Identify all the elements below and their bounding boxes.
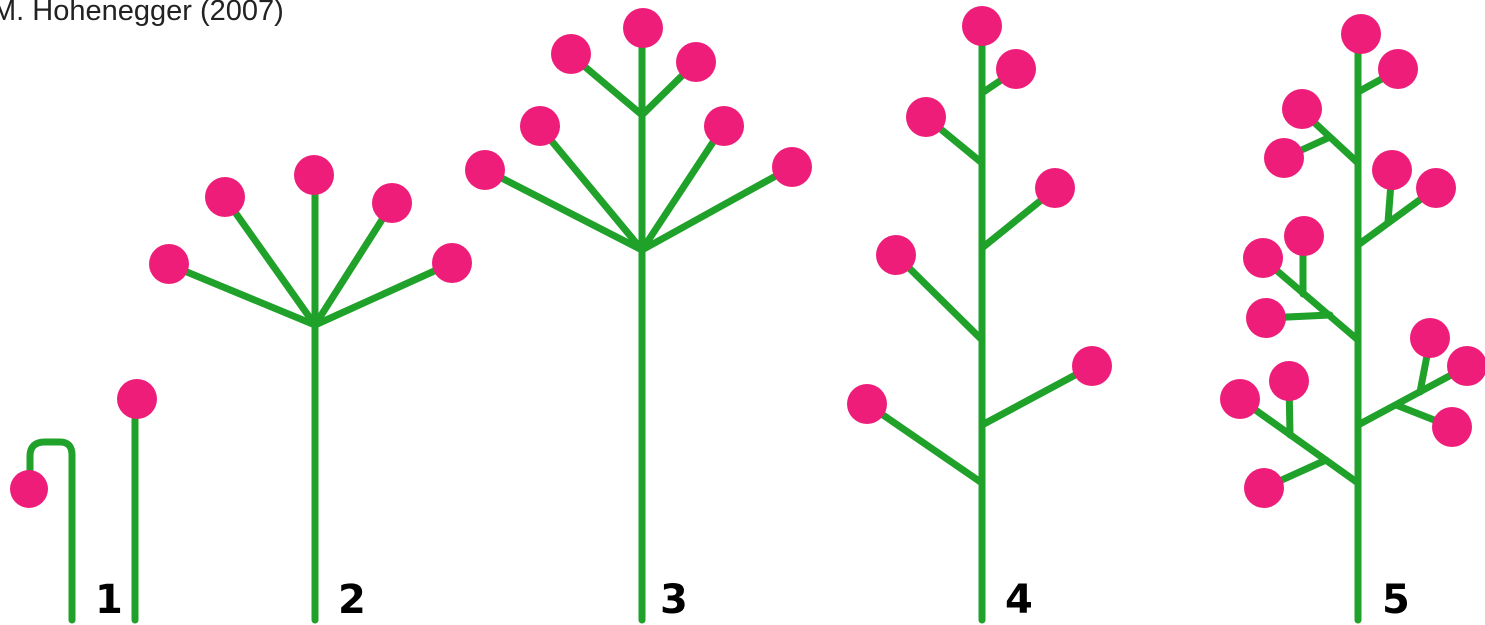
flower (1341, 14, 1381, 54)
flower (1246, 298, 1286, 338)
flower (704, 106, 744, 146)
flower (1035, 168, 1075, 208)
flower (906, 97, 946, 137)
flower (1282, 89, 1322, 129)
flower (1244, 468, 1284, 508)
flower (1378, 49, 1418, 89)
flower (205, 177, 245, 217)
flower (149, 244, 189, 284)
branch (486, 170, 642, 250)
branch (642, 167, 792, 250)
figure-label-5: 5 (1382, 577, 1410, 623)
flower (432, 243, 472, 283)
figure-label-4: 4 (1005, 577, 1033, 623)
flower (1269, 361, 1309, 401)
flower (1416, 168, 1456, 208)
branch (867, 404, 982, 483)
flower (1220, 379, 1260, 419)
flower (465, 150, 505, 190)
flower (294, 155, 334, 195)
flower (520, 106, 560, 146)
credit-text: M. Hohenegger (2007) (0, 0, 284, 27)
figure-label-3: 3 (660, 577, 688, 623)
flower (676, 42, 716, 82)
stem-nodding (30, 442, 72, 620)
figure-3: 3 (465, 8, 812, 623)
flower (772, 147, 812, 187)
figure-label-1: 1 (95, 577, 123, 623)
flower (1284, 216, 1324, 256)
flower (1243, 238, 1283, 278)
flower (1264, 138, 1304, 178)
flower (876, 235, 916, 275)
figure-2: 2 (149, 155, 472, 623)
flower (996, 49, 1036, 89)
figure-1: 1 (10, 379, 157, 623)
flower (10, 470, 48, 508)
flower (372, 183, 412, 223)
flower (1432, 407, 1472, 447)
flower (623, 8, 663, 48)
figure-label-2: 2 (338, 577, 366, 623)
flower (1410, 318, 1450, 358)
flower (847, 384, 887, 424)
flower (1372, 150, 1412, 190)
branch (540, 127, 642, 250)
flower (1447, 346, 1485, 386)
flower (551, 34, 591, 74)
flower (1072, 346, 1112, 386)
figure-4: 4 (847, 6, 1112, 623)
flower (962, 6, 1002, 46)
flower (117, 379, 157, 419)
figure-5: 5 (1220, 14, 1485, 623)
